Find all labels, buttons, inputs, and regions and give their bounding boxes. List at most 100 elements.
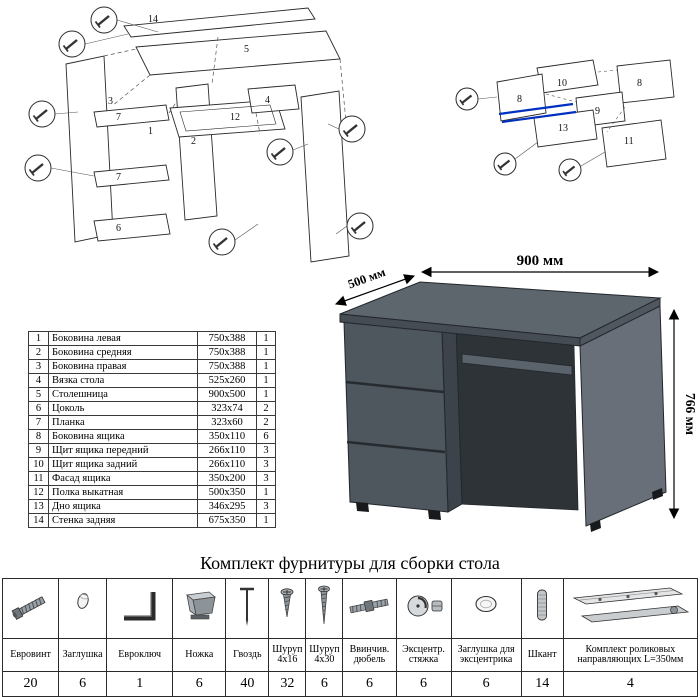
assembly-dashed-lines xyxy=(103,36,347,135)
hardware-name: Гвоздь xyxy=(225,638,270,672)
plank-shape-1 xyxy=(93,104,170,128)
hardware-kit-title: Комплект фурнитуры для сборки стола xyxy=(200,553,500,573)
part-label: 4 xyxy=(265,95,270,106)
part-size: 266х110 xyxy=(197,457,257,472)
pedestal-front xyxy=(343,321,449,513)
part-label: 9 xyxy=(595,106,600,117)
width-dimension-label: 900 мм xyxy=(517,253,564,269)
part-qty: 1 xyxy=(256,373,276,388)
callout-leader-lines xyxy=(50,19,348,241)
part-label: 2 xyxy=(191,136,196,147)
hardware-icon-cell xyxy=(172,578,227,639)
part-qty: 3 xyxy=(256,457,276,472)
part-name: Полка выкатная xyxy=(48,485,198,500)
right-side-panel-shape xyxy=(300,90,350,263)
hardware-name: Заглушка для эксцентрика xyxy=(450,638,522,672)
part-num: 6 xyxy=(28,401,49,416)
part-num: 8 xyxy=(28,429,49,444)
part-name: Боковина левая xyxy=(48,331,198,346)
shelf-inner-line xyxy=(179,104,277,132)
part-qty: 3 xyxy=(256,443,276,458)
screw-dowel-icon xyxy=(349,598,390,614)
drawer-back-shape xyxy=(536,59,599,94)
part-name: Боковина средняя xyxy=(48,345,198,360)
desk-3d-render: 900 мм 500 мм 766 мм xyxy=(334,253,697,532)
roller-guides xyxy=(498,102,577,124)
part-label: 10 xyxy=(557,78,567,89)
part-size: 750х388 xyxy=(197,345,257,360)
part-qty: 3 xyxy=(256,471,276,486)
hardware-qty: 4 xyxy=(562,671,699,697)
part-num: 2 xyxy=(28,345,49,360)
hardware-icon-cell xyxy=(268,578,307,639)
part-size: 346х295 xyxy=(197,499,257,514)
desk-exploded-diagram: 14 5 3 7 1 2 12 4 7 6 xyxy=(23,5,375,263)
drawer-gaps xyxy=(345,380,446,454)
hardware-qty: 6 xyxy=(342,671,397,697)
part-name: Дно ящика xyxy=(48,499,198,514)
back-panel-shape xyxy=(123,7,316,38)
left-side-panel-shape xyxy=(65,55,114,243)
part-size: 750х388 xyxy=(197,359,257,374)
part-num: 1 xyxy=(28,331,49,346)
hardware-qty: 6 xyxy=(58,671,108,697)
cam-lock-icon xyxy=(407,595,442,617)
hex-key-icon xyxy=(123,592,156,621)
part-label: 11 xyxy=(624,136,634,147)
part-name: Столешница xyxy=(48,387,198,402)
screw-4x30-icon xyxy=(318,585,331,625)
part-name: Цоколь xyxy=(48,401,198,416)
part-name: Планка xyxy=(48,415,198,430)
screw-4x16-icon xyxy=(280,588,294,618)
part-size: 500х350 xyxy=(197,485,257,500)
hardware-name: Шкант xyxy=(520,638,564,672)
hardware-name: Ножка xyxy=(172,638,227,672)
part-label: 1 xyxy=(148,126,153,137)
hardware-qty: 6 xyxy=(172,671,227,697)
wooden-dowel-icon xyxy=(537,589,548,621)
hardware-icons-row xyxy=(1,578,699,639)
part-name: Боковина ящика xyxy=(48,429,198,444)
hardware-qty: 6 xyxy=(450,671,522,697)
part-size: 350х110 xyxy=(197,429,257,444)
part-qty: 1 xyxy=(256,485,276,500)
desk-cavity xyxy=(453,326,579,511)
keyboard-tray xyxy=(461,353,573,376)
desktop-shape xyxy=(135,30,341,76)
part-name: Фасад ящика xyxy=(48,471,198,486)
part-qty: 1 xyxy=(256,513,276,528)
part-label: 6 xyxy=(116,223,121,234)
tie-panel-shape xyxy=(247,84,300,114)
hardware-qty: 6 xyxy=(395,671,452,697)
part-name: Вязка стола xyxy=(48,373,198,388)
desk-top-right-edge xyxy=(579,297,661,347)
hardware-icon-cell xyxy=(58,578,108,639)
hardware-qty: 40 xyxy=(225,671,270,697)
part-qty: 2 xyxy=(256,401,276,416)
hardware-qty: 6 xyxy=(305,671,344,697)
part-num: 13 xyxy=(28,499,49,514)
part-qty: 1 xyxy=(256,387,276,402)
part-qty: 1 xyxy=(256,331,276,346)
part-qty: 3 xyxy=(256,499,276,514)
part-name: Стенка задняя xyxy=(48,513,198,528)
hardware-icon-cell xyxy=(562,578,699,639)
part-num: 3 xyxy=(28,359,49,374)
part-size: 323х74 xyxy=(197,401,257,416)
desk-body xyxy=(339,281,667,532)
part-num: 5 xyxy=(28,387,49,402)
height-dimension-label: 766 мм xyxy=(683,393,697,435)
plug-icon xyxy=(76,593,89,609)
part-qty: 1 xyxy=(256,359,276,374)
hardware-icon-cell xyxy=(520,578,564,639)
